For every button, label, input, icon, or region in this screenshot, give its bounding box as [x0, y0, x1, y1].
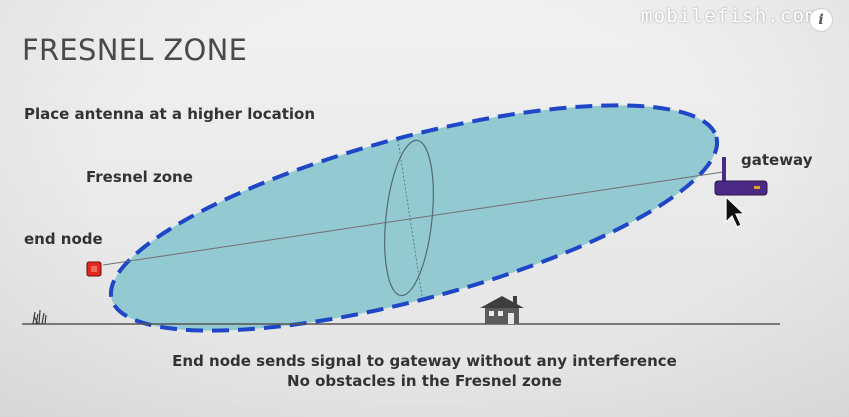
slide-subtitle: Place antenna at a higher location	[24, 105, 316, 123]
fresnel-zone-label: Fresnel zone	[86, 168, 193, 186]
caption-line-1: End node sends signal to gateway without…	[172, 352, 677, 370]
mouse-cursor-icon	[725, 195, 746, 228]
info-icon: i	[818, 12, 824, 28]
info-button[interactable]: i	[809, 8, 833, 32]
grass-icon	[32, 309, 47, 325]
slide-title: FRESNEL ZONE	[22, 33, 248, 67]
watermark: mobilefish.com	[641, 5, 818, 27]
end-node-label: end node	[24, 230, 103, 248]
line-of-sight	[102, 171, 724, 266]
house-icon	[480, 296, 524, 324]
caption-line-2: No obstacles in the Fresnel zone	[287, 372, 562, 390]
gateway-label: gateway	[741, 151, 813, 169]
gateway-router-icon	[714, 157, 768, 196]
end-node-icon	[86, 261, 102, 277]
cross-section-ellipse	[384, 139, 434, 297]
